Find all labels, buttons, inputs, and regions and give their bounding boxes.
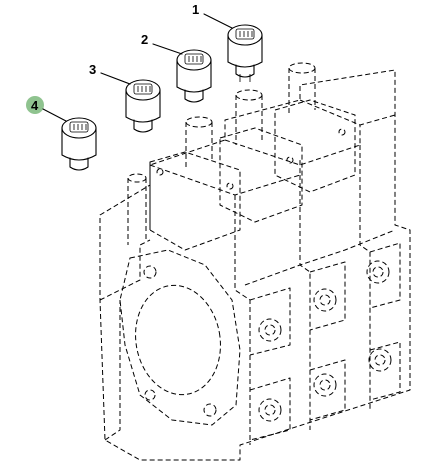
callout-4: 4 xyxy=(26,96,67,122)
callout-3-label: 3 xyxy=(89,62,96,77)
callout-4-label: 4 xyxy=(31,98,39,113)
callout-4-highlight xyxy=(26,96,44,114)
callout-1: 1 xyxy=(192,2,233,29)
valve-body xyxy=(99,69,411,461)
callout-1-label: 1 xyxy=(192,2,199,17)
mounting-flange xyxy=(119,249,241,426)
callout-2-label: 2 xyxy=(141,32,148,47)
callout-3: 3 xyxy=(89,62,131,85)
plug-4 xyxy=(61,117,97,171)
ports xyxy=(258,260,392,422)
callout-2: 2 xyxy=(141,32,183,55)
solenoid-stems xyxy=(127,62,356,251)
plug-3 xyxy=(125,79,161,133)
plug-1 xyxy=(227,24,263,82)
plug-2 xyxy=(176,49,212,103)
